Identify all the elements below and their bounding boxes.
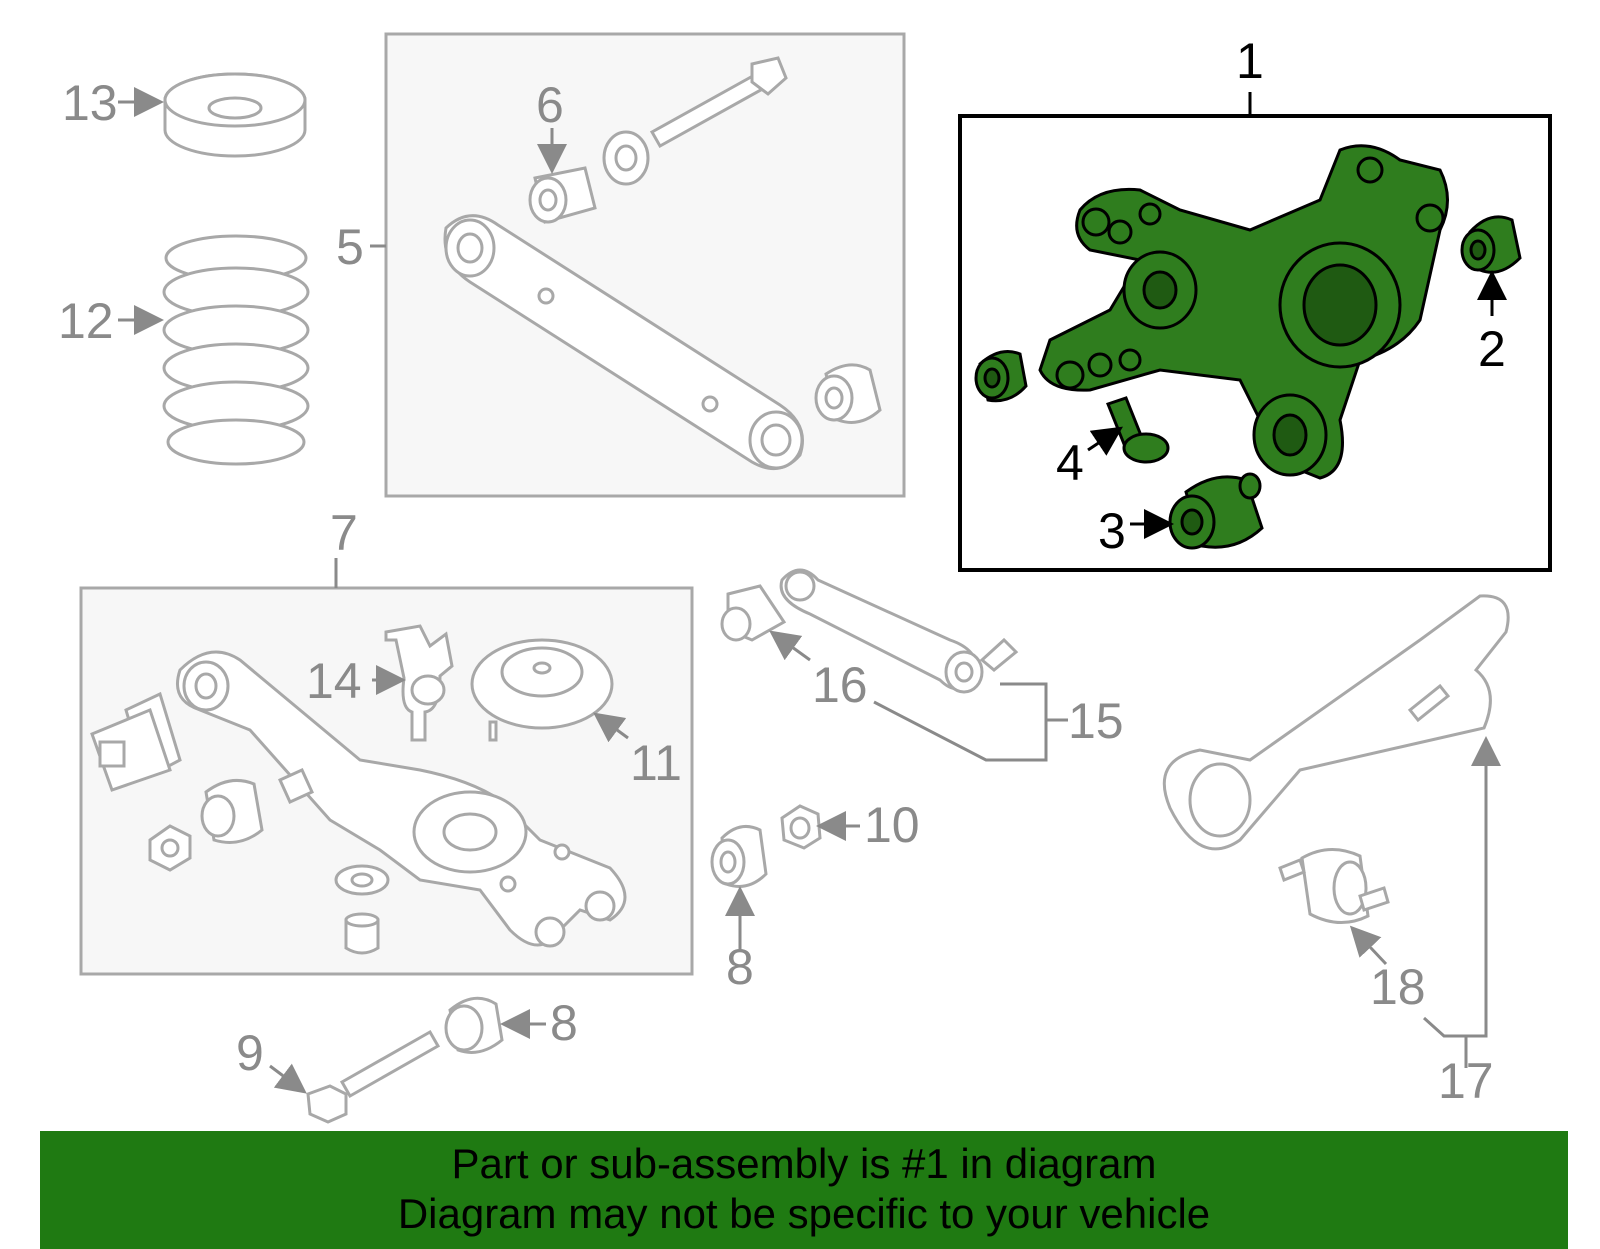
trailing-arm-15 [779, 568, 1019, 694]
bushing-small-7 [200, 778, 264, 844]
bolt-9 [306, 1029, 441, 1124]
bushing-18 [1278, 848, 1390, 924]
washer-7 [334, 864, 390, 896]
bushing-left [974, 350, 1028, 403]
bushing-6 [528, 166, 597, 224]
bumper-7 [344, 912, 380, 955]
callout-11: 11 [630, 735, 682, 791]
callout-9: 9 [236, 1025, 264, 1081]
nut-10 [780, 804, 822, 850]
nut-7 [148, 824, 192, 872]
callout-4: 4 [1056, 435, 1084, 491]
spring-seat-13 [163, 72, 307, 158]
bushing-3 [1168, 472, 1264, 550]
bushing-8-top [710, 824, 768, 888]
bushing-2 [1460, 215, 1522, 274]
lower-control-arm [176, 650, 627, 948]
bushing-large [90, 691, 182, 792]
bolt-group-5 [649, 56, 788, 149]
callout-1: 1 [1236, 33, 1264, 89]
callout-3: 3 [1098, 503, 1126, 559]
callout-12: 12 [58, 293, 114, 349]
callout-2: 2 [1478, 321, 1506, 377]
leader-18 [1349, 925, 1388, 966]
banner-line-2: Diagram may not be specific to your vehi… [397, 1190, 1211, 1237]
callout-7: 7 [330, 505, 358, 561]
callout-5: 5 [336, 219, 364, 275]
callout-14: 14 [306, 653, 362, 709]
bushing-16 [720, 584, 787, 642]
knuckle-assembly-1 [1038, 144, 1449, 480]
leader-16-15-bracket [873, 682, 1048, 762]
leader-16 [769, 630, 811, 662]
bushing-group-5 [814, 363, 882, 424]
leader-9 [269, 1063, 307, 1094]
callout-18: 18 [1370, 959, 1426, 1015]
callout-17: 17 [1438, 1053, 1494, 1109]
bushing-8-bottom [444, 996, 504, 1054]
callout-15: 15 [1068, 693, 1124, 749]
leader-17-bracket [1422, 748, 1488, 1038]
leader-11 [593, 712, 629, 743]
coil-spring-12 [162, 234, 310, 466]
callout-16: 16 [812, 657, 868, 713]
callout-6: 6 [536, 77, 564, 133]
washer [602, 130, 650, 186]
trailing-arm-17 [1162, 594, 1510, 851]
callout-10: 10 [864, 797, 920, 853]
callout-8b: 8 [550, 995, 578, 1051]
callout-13: 13 [62, 75, 118, 131]
notice-banner: Part or sub-assembly is #1 in diagram Di… [40, 1131, 1568, 1249]
leader-4 [1087, 426, 1123, 456]
lateral-arm-5 [443, 214, 804, 471]
banner-line-1: Part or sub-assembly is #1 in diagram [451, 1140, 1157, 1187]
callout-8a: 8 [726, 939, 754, 995]
mount-11 [470, 638, 614, 742]
